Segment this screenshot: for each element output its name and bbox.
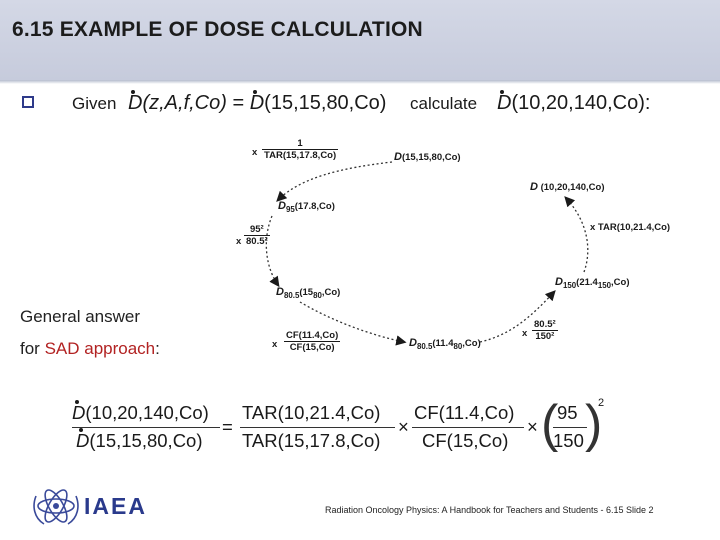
general-answer-line2: for SAD approach: — [20, 339, 160, 358]
general-answer-line1: General answer — [20, 307, 141, 326]
formula-left-paren: ( — [541, 395, 559, 453]
formula-sad-numerator: 95 — [557, 402, 578, 423]
bottom-right-factor-fraction: 80.5² 150² — [532, 319, 558, 342]
given-expression-right: D(10,20,140,Co): — [497, 92, 650, 115]
equals-sign: = — [232, 92, 245, 114]
arc-right — [564, 196, 589, 273]
given-label: Given — [72, 94, 117, 113]
given-args-left: (z,A,f,Co) — [142, 92, 227, 114]
given-expression-left: D(z,A,f,Co) = D(15,15,80,Co) — [128, 92, 386, 115]
arc-top-left — [276, 161, 393, 202]
formula-tar-fraction-bar — [240, 427, 395, 428]
formula-lhs-denominator: D(15,15,80,Co) — [76, 430, 203, 451]
dose-rate-symbol: D — [249, 92, 265, 114]
footer-citation: Radiation Oncology Physics: A Handbook f… — [325, 505, 654, 515]
node-d95: D95(17.8,Co) — [278, 200, 335, 214]
formula-sad-fraction-bar — [553, 427, 587, 428]
sad-approach-highlight: SAD approach — [44, 339, 156, 358]
formula-lhs-numerator: D(10,20,140,Co) — [72, 402, 209, 423]
node-d80-5-bottom: D80.5(11.480,Co) — [409, 337, 481, 351]
title-bar — [0, 0, 720, 80]
slide-title: 6.15 EXAMPLE OF DOSE CALCULATION — [12, 18, 423, 41]
node-d150: D150(21.4150,Co) — [555, 276, 630, 290]
formula-cf-denominator: CF(15,Co) — [422, 430, 509, 451]
dose-rate-symbol: D — [128, 92, 143, 114]
top-factor-x: x — [252, 147, 258, 158]
left-factor-fraction: 95² 80.5² — [244, 224, 270, 247]
arc-bottom-left — [299, 301, 407, 346]
node-d-10-20-140: D (10,20,140,Co) — [530, 181, 605, 193]
formula-times-1: × — [398, 416, 409, 437]
formula-times-2: × — [527, 416, 538, 437]
formula-exponent: 2 — [598, 397, 605, 409]
node-d-15-15-80: D(15,15,80,Co) — [394, 151, 461, 163]
calculate-label: calculate — [410, 94, 478, 113]
bottom-factor-fraction: CF(11.4,Co) CF(15,Co) — [284, 330, 341, 353]
formula-tar-numerator: TAR(10,21.4,Co) — [242, 402, 381, 423]
checkbox-bullet-icon — [22, 96, 34, 108]
top-factor-fraction: 1 TAR(15,17.8,Co) — [262, 138, 339, 161]
formula-tar-denominator: TAR(15,17.8,Co) — [242, 430, 381, 451]
formula-cf-numerator: CF(11.4,Co) — [414, 402, 515, 423]
title-bar-shadow — [0, 80, 720, 84]
bottom-factor-x: x — [272, 339, 278, 350]
dose-rate-symbol: D — [497, 92, 512, 114]
left-factor-x: x — [236, 236, 242, 247]
iaea-atom-logo-icon — [33, 489, 79, 525]
right-factor-tar: x TAR(10,21.4,Co) — [590, 222, 671, 233]
given-args-right: (10,20,140,Co): — [511, 92, 651, 114]
formula-lhs-fraction-bar — [72, 427, 220, 428]
bottom-right-factor-x: x — [522, 328, 528, 339]
formula-sad-denominator: 150 — [553, 430, 584, 451]
formula-right-paren: ) — [585, 395, 603, 453]
iaea-logo-text: IAEA — [84, 493, 147, 519]
formula-cf-fraction-bar — [412, 427, 524, 428]
arc-left — [265, 215, 280, 288]
node-d80-5: D80.5(1580,Co) — [276, 286, 341, 300]
given-args-mid: (15,15,80,Co) — [264, 92, 387, 114]
formula-equals: = — [222, 416, 233, 437]
